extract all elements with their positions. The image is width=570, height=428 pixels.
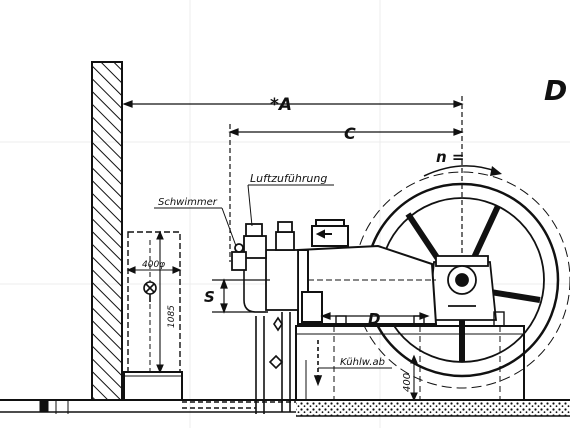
tank-width-dimension — [126, 266, 182, 274]
dimension-d-label: D — [368, 310, 380, 328]
floor — [0, 399, 570, 417]
dimension-s-label: S — [204, 288, 215, 306]
tank-height-label: 1085 — [167, 305, 177, 328]
bearing-pedestal — [427, 255, 497, 321]
air-supply-label: Luftzuführung — [250, 172, 327, 185]
air-supply-leader — [247, 184, 253, 227]
pit-depth-dimension — [410, 354, 418, 402]
dimension-a-label: *A — [270, 95, 292, 115]
float-label: Schwimmer — [158, 197, 218, 208]
dimension-a — [122, 96, 464, 258]
cooling-pipes — [182, 270, 323, 414]
tank-height-dimension — [156, 230, 164, 374]
speed-label: n = — [436, 148, 464, 166]
float-leader — [221, 207, 237, 247]
dimension-c-label: C — [344, 124, 356, 143]
cylinder-head — [231, 221, 299, 311]
cooling-water-tank — [123, 231, 183, 401]
foundation-pit — [295, 311, 525, 401]
rotation-arrow-head — [490, 166, 502, 176]
hatched-wall — [91, 61, 123, 401]
tank-width-label: 400φ — [142, 260, 165, 270]
engine-body — [297, 219, 438, 325]
corner-mark: D — [544, 74, 567, 107]
pit-depth-label: 400 — [402, 373, 413, 392]
dimension-s — [212, 278, 270, 314]
dimension-c — [228, 124, 464, 262]
cooling-water-drain-label: Kühlw.ab — [340, 357, 385, 368]
float-valve-icon — [143, 281, 157, 302]
